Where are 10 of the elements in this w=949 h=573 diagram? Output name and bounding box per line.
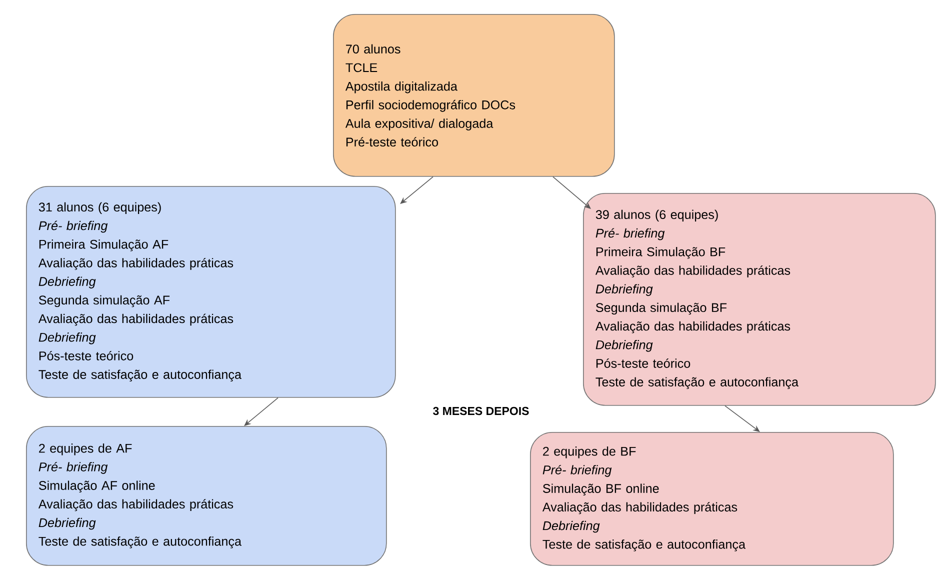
- process-box: 2 equipes de BF Pré- briefing Simulação BF online Avaliação das habilidades práticas Debriefing Teste de satisfação e autoconfiança: [530, 432, 894, 566]
- arrow: [244, 397, 278, 426]
- process-box: 39 alunos (6 equipes) Pré- briefing Primeira Simulação BF Avaliação das habilidades práticas Debriefing Segunda simulação BF Avaliação das habilidades práticas Debriefing Pós-teste teórico Teste de satisfação e autoconfiança: [583, 193, 936, 406]
- arrow: [552, 176, 591, 209]
- process-box: 70 alunos TCLE Apostila digitalizada Perfil sociodemográfico DOCs Aula expositiva/ dialogada Pré-teste teórico: [333, 14, 615, 177]
- arrow: [724, 405, 760, 432]
- arrow: [400, 176, 434, 204]
- process-box: 2 equipes de AF Pré- briefing Simulação AF online Avaliação das habilidades práticas Debriefing Teste de satisfação e autoconfiança: [26, 426, 387, 566]
- process-box: 31 alunos (6 equipes) Pré- briefing Primeira Simulação AF Avaliação das habilidades práticas Debriefing Segunda simulação AF Avaliação das habilidades práticas Debriefing Pós-teste teórico Teste de satisfação e autoconfiança: [26, 186, 396, 398]
- time-note: 3 MESES DEPOIS: [433, 406, 529, 416]
